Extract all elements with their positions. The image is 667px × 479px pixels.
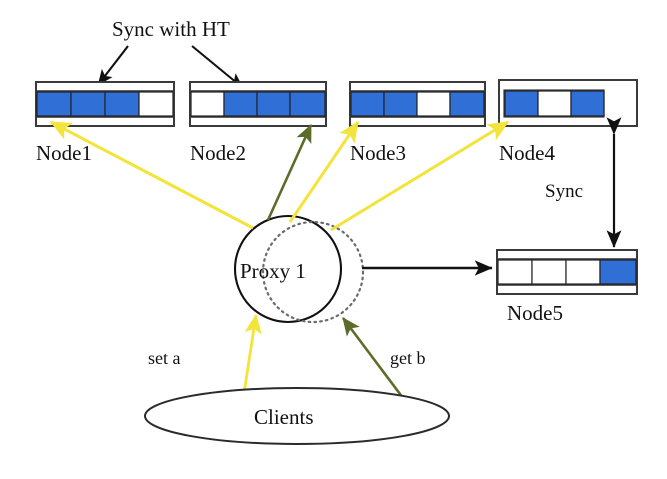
node2-label: Node2 bbox=[190, 141, 246, 165]
node1-label: Node1 bbox=[36, 141, 92, 165]
node1-cell-3 bbox=[138, 91, 174, 117]
sync-with-ht-label: Sync with HT bbox=[112, 17, 230, 41]
node4-cell-0 bbox=[504, 90, 539, 117]
node5-label: Node5 bbox=[507, 301, 563, 325]
node-node2[interactable]: Node2 bbox=[189, 81, 327, 165]
node5-cell-1 bbox=[531, 259, 567, 285]
clients-label: Clients bbox=[254, 405, 314, 429]
node2-cell-3 bbox=[289, 91, 326, 117]
proxy-node[interactable]: Proxy 1 bbox=[233, 214, 365, 324]
clients-set-a-arrow bbox=[241, 313, 262, 401]
node1-cell-0 bbox=[36, 91, 72, 117]
node-node5[interactable]: Node5 bbox=[496, 249, 638, 325]
proxy-to-node1-arrow bbox=[49, 120, 254, 230]
proxy-to-node3-arrow bbox=[288, 121, 360, 223]
node2-cell-2 bbox=[256, 91, 291, 117]
node3-cell-1 bbox=[383, 91, 418, 117]
proxy-to-node2-arrow bbox=[266, 124, 313, 221]
node5-cell-2 bbox=[565, 259, 601, 285]
get-b-label: get b bbox=[390, 348, 426, 368]
node-node4[interactable]: Node4 bbox=[498, 79, 638, 165]
proxy-solid-circle bbox=[233, 214, 343, 324]
sync-arrow-group: Sync bbox=[545, 117, 622, 248]
clients-get-b-arrow bbox=[341, 317, 405, 399]
proxy-to-node4-arrow bbox=[330, 120, 510, 232]
node2-cell-0 bbox=[190, 91, 225, 117]
node-node3[interactable]: Node3 bbox=[349, 81, 486, 165]
node3-cell-3 bbox=[449, 91, 485, 117]
node2-cell-1 bbox=[223, 91, 258, 117]
node4-cell-2 bbox=[570, 90, 605, 117]
clients-ellipse bbox=[144, 387, 450, 445]
node4-cell-1 bbox=[537, 90, 572, 117]
proxy-label: Proxy 1 bbox=[240, 259, 306, 283]
set-a-label: set a bbox=[148, 348, 180, 368]
proxy-dotted-circle bbox=[261, 220, 365, 324]
node3-cell-0 bbox=[350, 91, 385, 117]
node5-cell-3 bbox=[599, 259, 637, 285]
node1-cell-1 bbox=[70, 91, 106, 117]
node1-cell-2 bbox=[104, 91, 140, 117]
node3-label: Node3 bbox=[350, 141, 406, 165]
sync-ht-to-node1-arrow bbox=[97, 45, 129, 86]
sync-label: Sync bbox=[545, 181, 583, 202]
node5-cell-0 bbox=[497, 259, 533, 285]
clients-node[interactable]: Clients bbox=[144, 387, 450, 445]
node3-cell-2 bbox=[416, 91, 451, 117]
node-node1[interactable]: Node1 bbox=[35, 81, 175, 165]
node4-label: Node4 bbox=[499, 141, 555, 165]
